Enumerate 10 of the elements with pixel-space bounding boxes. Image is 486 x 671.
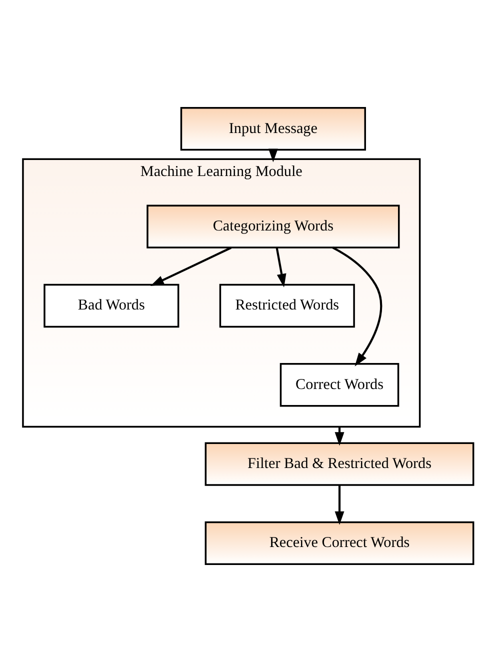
arrow (332, 246, 382, 366)
node-box: Filter Bad & Restricted Words (204, 442, 474, 486)
node-box: Restricted Words (218, 283, 354, 328)
arrow (150, 246, 232, 286)
node-box: Categorizing Words (146, 204, 400, 248)
node-box: Receive Correct Words (204, 520, 474, 564)
node-box: Bad Words (43, 283, 179, 328)
arrow (275, 247, 286, 287)
node-box: Correct Words (279, 362, 399, 406)
arrow (334, 484, 344, 524)
